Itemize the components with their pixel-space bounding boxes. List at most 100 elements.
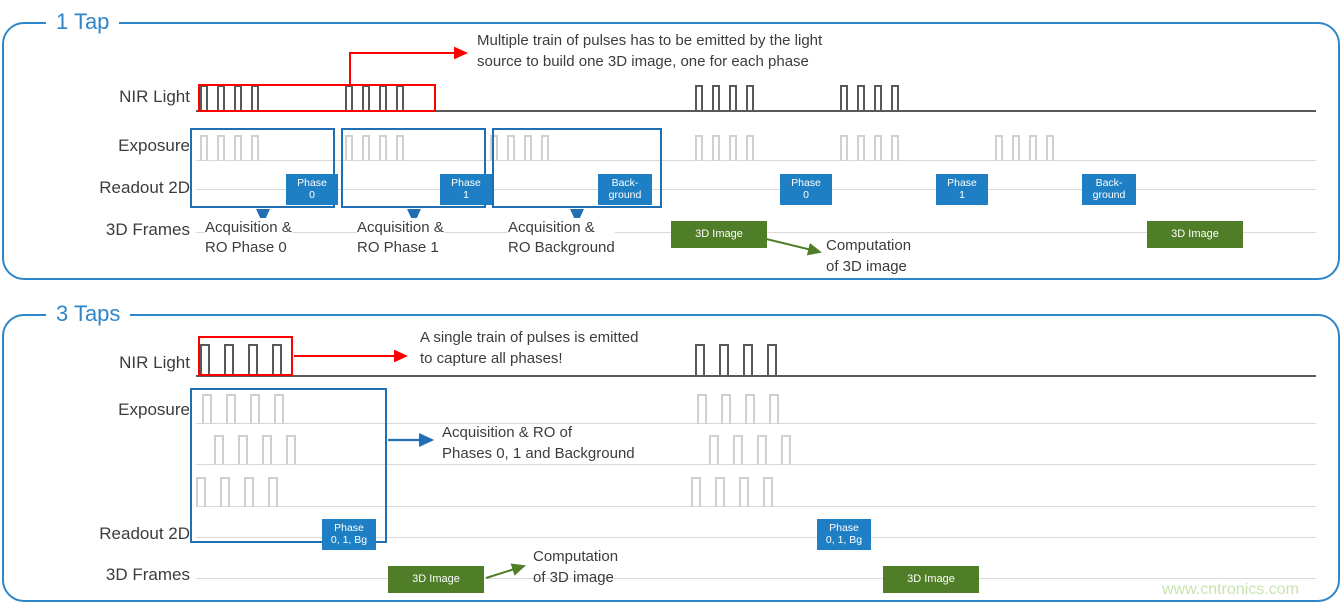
pulse bbox=[274, 394, 284, 424]
pulse bbox=[268, 477, 278, 507]
readout-chip-phase0-b[interactable]: Phase 0 bbox=[780, 174, 832, 205]
pulse bbox=[217, 135, 225, 161]
acquisition-group-box-all-phases bbox=[190, 388, 387, 543]
watermark: www.cntronics.com bbox=[1162, 581, 1299, 598]
pulse bbox=[712, 135, 720, 161]
pulse bbox=[345, 135, 353, 161]
note-acquisition-all-phases: Acquisition & RO of Phases 0, 1 and Back… bbox=[442, 424, 635, 462]
pulse bbox=[691, 477, 701, 507]
readout-chip-phase0-a[interactable]: Phase 0 bbox=[286, 174, 338, 205]
pulse bbox=[719, 344, 729, 376]
panel-three-taps bbox=[2, 314, 1340, 602]
pulse bbox=[214, 435, 224, 465]
pulse bbox=[248, 344, 258, 376]
frame-chip-3d-image-1b[interactable]: 3D Image bbox=[1147, 221, 1243, 248]
rail-exposure-tap0 bbox=[196, 423, 1316, 424]
pulse bbox=[874, 135, 882, 161]
pulse bbox=[874, 85, 882, 111]
pulse bbox=[345, 85, 353, 111]
pulse bbox=[746, 135, 754, 161]
pulse bbox=[995, 135, 1003, 161]
pulse bbox=[1046, 135, 1054, 161]
pulse bbox=[286, 435, 296, 465]
pulse bbox=[891, 135, 899, 161]
pulse bbox=[379, 135, 387, 161]
note-multiple-pulse-trains: Multiple train of pulses has to be emitt… bbox=[477, 32, 823, 70]
note-computation-of-3d-image-1: Computation of 3D image bbox=[826, 237, 912, 275]
rail-readout-2d-1 bbox=[196, 189, 1316, 190]
acquisition-group-box-phase0 bbox=[190, 128, 335, 208]
note-computation-of-3d-image-2: Computation of 3D image bbox=[533, 548, 619, 586]
nir-highlight-box-1 bbox=[198, 84, 436, 112]
pulse bbox=[234, 85, 242, 111]
pulse bbox=[202, 394, 212, 424]
rail-exposure-background bbox=[196, 506, 1316, 507]
pulse-train-nir-light-1 bbox=[0, 85, 1344, 111]
pulse bbox=[757, 435, 767, 465]
readout-chip-all-phases-b[interactable]: Phase 0, 1, Bg bbox=[817, 519, 871, 550]
pulse bbox=[721, 394, 731, 424]
pulse bbox=[712, 85, 720, 111]
panel-one-tap bbox=[2, 22, 1340, 280]
frame-chip-3d-image-2b[interactable]: 3D Image bbox=[883, 566, 979, 593]
acquisition-group-box-phase1 bbox=[341, 128, 486, 208]
pulse bbox=[490, 135, 498, 161]
pulse bbox=[763, 477, 773, 507]
pulse bbox=[733, 435, 743, 465]
pulse bbox=[217, 85, 225, 111]
note-single-pulse-train: A single train of pulses is emitted to c… bbox=[420, 329, 639, 367]
row-label-exposure-1: Exposure bbox=[118, 136, 190, 155]
readout-chip-background-b[interactable]: Back- ground bbox=[1082, 174, 1136, 205]
pulse bbox=[1029, 135, 1037, 161]
pulse bbox=[739, 477, 749, 507]
pulse bbox=[250, 394, 260, 424]
pulse bbox=[196, 477, 206, 507]
pulse bbox=[244, 477, 254, 507]
pulse-train-nir-light-2 bbox=[0, 344, 1344, 376]
row-label-nir-light-1: NIR Light bbox=[119, 87, 190, 106]
pulse bbox=[362, 135, 370, 161]
pulse bbox=[709, 435, 719, 465]
pulse bbox=[1012, 135, 1020, 161]
pulse-train-exposure-tap1 bbox=[0, 435, 1344, 465]
row-label-readout-2d-2: Readout 2D bbox=[99, 524, 190, 543]
pulse bbox=[729, 135, 737, 161]
frame-chip-3d-image-1a[interactable]: 3D Image bbox=[671, 221, 767, 248]
pulse bbox=[396, 85, 404, 111]
pulse-train-exposure-background bbox=[0, 477, 1344, 507]
pulse-train-exposure-tap0 bbox=[0, 394, 1344, 424]
pulse bbox=[224, 344, 234, 376]
pulse bbox=[226, 394, 236, 424]
pulse bbox=[781, 435, 791, 465]
pulse bbox=[524, 135, 532, 161]
row-label-readout-2d-1: Readout 2D bbox=[99, 178, 190, 197]
rail-nir-light-1 bbox=[196, 110, 1316, 112]
pulse bbox=[857, 85, 865, 111]
panel-three-taps-title: 3 Taps bbox=[46, 300, 131, 328]
pulse bbox=[767, 344, 777, 376]
pulse-train-exposure-1 bbox=[0, 135, 1344, 161]
pulse bbox=[746, 85, 754, 111]
pulse bbox=[695, 85, 703, 111]
pulse bbox=[200, 85, 208, 111]
pulse bbox=[769, 394, 779, 424]
readout-chip-all-phases-a[interactable]: Phase 0, 1, Bg bbox=[322, 519, 376, 550]
readout-chip-phase1-a[interactable]: Phase 1 bbox=[440, 174, 492, 205]
pulse bbox=[695, 135, 703, 161]
row-label-nir-light-2: NIR Light bbox=[119, 353, 190, 372]
frame-chip-3d-image-2a[interactable]: 3D Image bbox=[388, 566, 484, 593]
row-label-3d-frames-2: 3D Frames bbox=[105, 565, 190, 584]
pulse bbox=[396, 135, 404, 161]
readout-chip-phase1-b[interactable]: Phase 1 bbox=[936, 174, 988, 205]
pulse bbox=[541, 135, 549, 161]
caption-acquisition-phase1: Acquisition & RO Phase 1 bbox=[357, 218, 444, 258]
pulse bbox=[262, 435, 272, 465]
pulse bbox=[840, 85, 848, 111]
pulse bbox=[840, 135, 848, 161]
nir-highlight-box-2 bbox=[198, 336, 293, 376]
pulse bbox=[729, 85, 737, 111]
pulse bbox=[697, 394, 707, 424]
readout-chip-background-a[interactable]: Back- ground bbox=[598, 174, 652, 205]
pulse bbox=[891, 85, 899, 111]
